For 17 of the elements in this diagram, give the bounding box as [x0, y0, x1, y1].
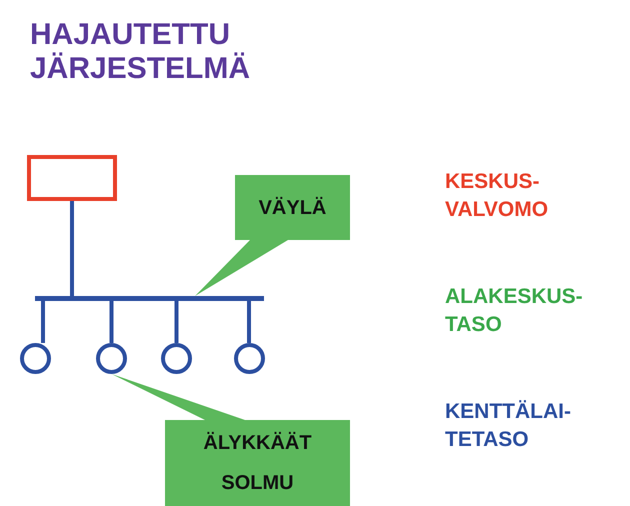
- connector-line: [247, 301, 251, 343]
- node-circle: [234, 343, 265, 374]
- node-circle: [161, 343, 192, 374]
- leader-line: [112, 374, 245, 420]
- connector-line: [174, 301, 178, 343]
- connector-line: [110, 301, 114, 343]
- level-label: KESKUS- VALVOMO: [445, 169, 550, 223]
- node-circle: [20, 343, 51, 374]
- connector-line: [41, 301, 45, 343]
- connector-line: [70, 201, 74, 296]
- node-circle: [96, 343, 127, 374]
- level-label: ALAKESKUS- TASO: [445, 284, 584, 338]
- control-room-box: [27, 155, 117, 201]
- level-label: KENTTÄLAI- TETASO: [445, 399, 572, 453]
- callout-box: VÄYLÄ: [235, 175, 350, 240]
- leader-line: [195, 240, 288, 296]
- title: HAJAUTETTU JÄRJESTELMÄ: [30, 18, 252, 86]
